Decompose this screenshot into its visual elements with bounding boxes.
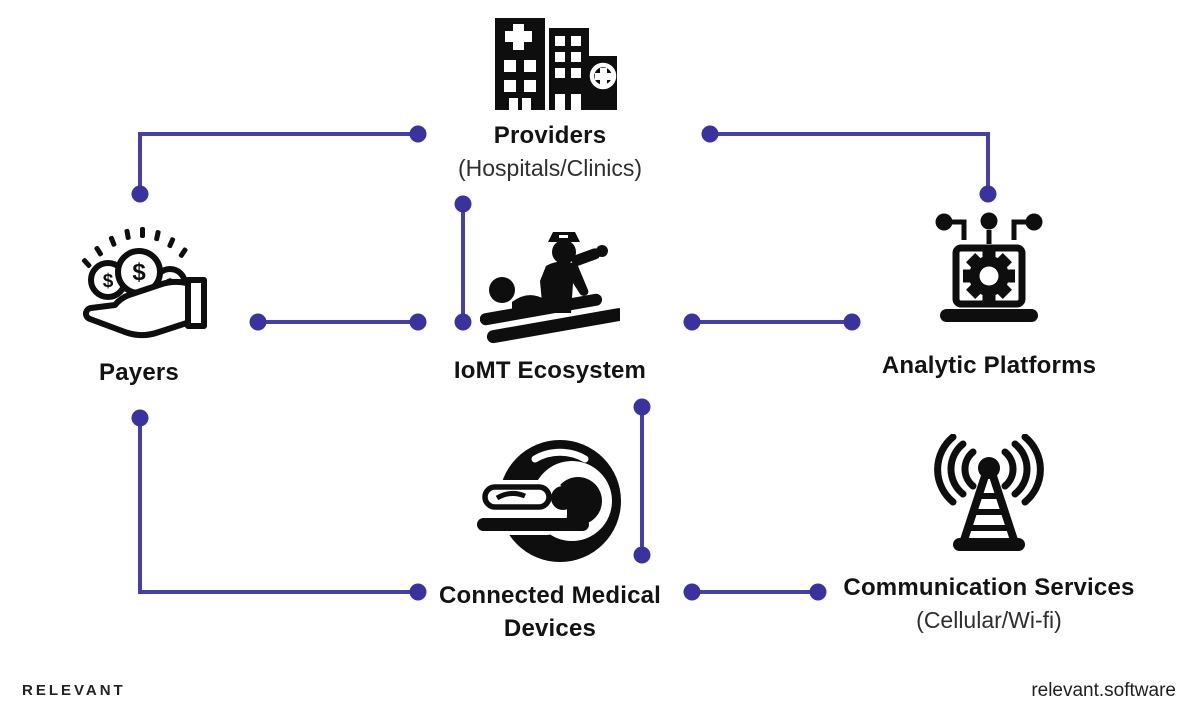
connector-dot bbox=[409, 313, 427, 331]
connector-dot bbox=[131, 409, 149, 427]
connector-dot bbox=[454, 195, 472, 213]
node-subtitle: (Cellular/Wi-fi) bbox=[916, 607, 1062, 633]
connector-dot bbox=[701, 125, 719, 143]
node-analytic: Analytic Platforms bbox=[859, 208, 1119, 382]
caregiver-patient-icon bbox=[480, 232, 620, 344]
connector-dot bbox=[249, 313, 267, 331]
node-title: Analytic Platforms bbox=[881, 352, 1097, 379]
connector-dot bbox=[131, 185, 149, 203]
relevant-logo: RELEVANT bbox=[22, 682, 126, 699]
connector-dot bbox=[409, 125, 427, 143]
website-link[interactable]: relevant.software bbox=[1031, 680, 1176, 701]
node-devices: Connected Medical Devices bbox=[420, 434, 680, 645]
svg-text:$: $ bbox=[132, 259, 146, 286]
node-title: Communication Services bbox=[843, 574, 1135, 601]
laptop-gear-icon bbox=[935, 212, 1043, 322]
radio-tower-icon bbox=[934, 434, 1044, 551]
connector-dot bbox=[683, 583, 701, 601]
node-providers: Providers (Hospitals/Clinics) bbox=[430, 16, 670, 185]
node-payers: $ $ $ Payers bbox=[39, 222, 239, 389]
connector-payers-devices bbox=[138, 418, 418, 594]
connector-dot bbox=[683, 313, 701, 331]
node-iomt: IoMT Ecosystem bbox=[430, 220, 670, 387]
node-title: IoMT Ecosystem bbox=[453, 357, 647, 384]
mri-scanner-icon bbox=[475, 440, 621, 562]
node-subtitle: (Hospitals/Clinics) bbox=[457, 155, 643, 181]
connector-dot bbox=[633, 398, 651, 416]
node-communication: Communication Services (Cellular/Wi-fi) bbox=[829, 434, 1149, 637]
hand-coins-icon: $ $ $ bbox=[81, 227, 207, 338]
connector-dot bbox=[843, 313, 861, 331]
connector-providers-payers bbox=[138, 132, 418, 194]
connector-providers-analytic bbox=[710, 132, 990, 194]
node-title: Payers bbox=[99, 359, 179, 386]
svg-text:$: $ bbox=[102, 271, 113, 292]
node-title: Providers bbox=[493, 122, 607, 149]
hospital-buildings-icon bbox=[494, 18, 617, 110]
connector-dot bbox=[979, 185, 997, 203]
node-title: Connected Medical Devices bbox=[438, 582, 662, 642]
connector-dot bbox=[809, 583, 827, 601]
